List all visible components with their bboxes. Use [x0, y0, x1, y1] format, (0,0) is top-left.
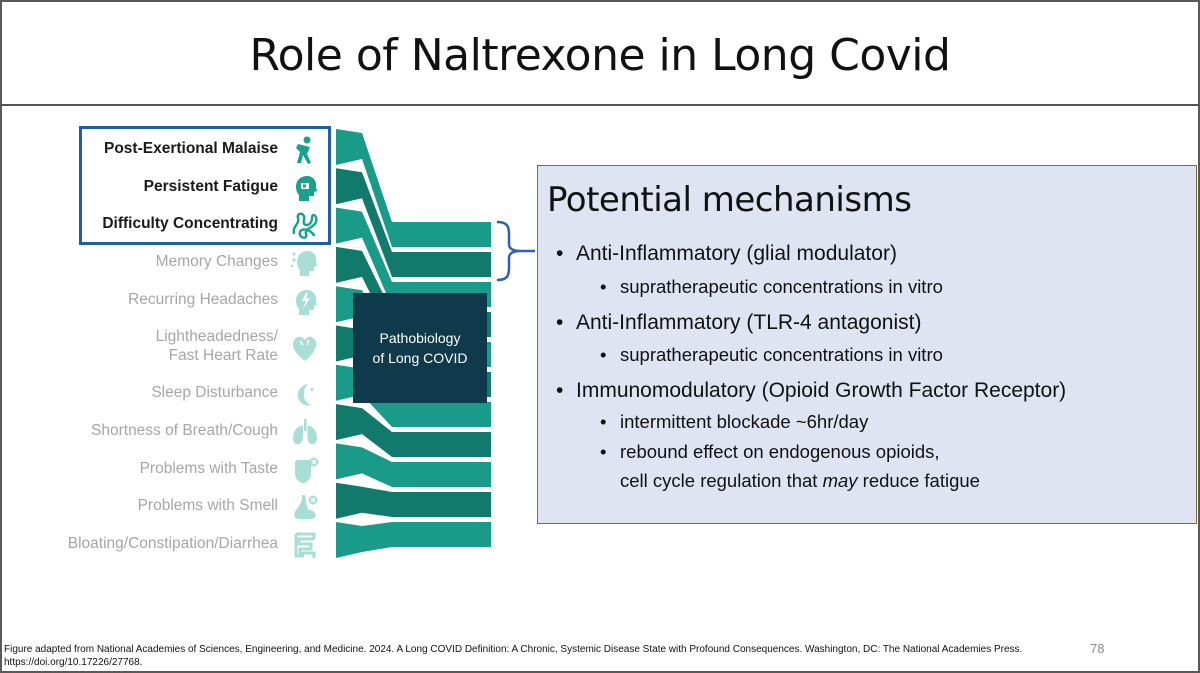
mechanism-1: Anti-Inflammatory (glial modulator): [556, 242, 897, 266]
mechanism-3: Immunomodulatory (Opioid Growth Factor R…: [556, 379, 1066, 403]
symptom-problems-with-smell: Problems with Smell: [137, 497, 278, 514]
pathobiology-label-line2: of Long COVID: [372, 350, 468, 366]
heart-icon: [293, 336, 317, 361]
ribbon-11: [336, 522, 491, 558]
page-number: 78: [1090, 641, 1105, 656]
mechanism-3-text: Immunomodulatory (Opioid Growth Factor R…: [576, 379, 1067, 402]
person-exertion-icon: [296, 136, 311, 164]
symptom-persistent-fatigue: Persistent Fatigue: [143, 178, 278, 195]
mechanisms-heading: Potential mechanisms: [547, 180, 912, 220]
mechanism-1-detail-text: supratherapeutic concentrations in vitro: [620, 276, 943, 297]
last-line-after: reduce fatigue: [857, 470, 980, 491]
ribbon-7: [336, 364, 491, 427]
title-divider: [0, 104, 1200, 106]
citation-footnote: Figure adapted from National Academies o…: [4, 643, 1022, 669]
symptom-difficulty-concentrating: Difficulty Concentrating: [102, 215, 278, 232]
symptom-memory-changes: Memory Changes: [155, 253, 278, 270]
mechanisms-panel: [537, 165, 1197, 524]
tongue-icon: [295, 457, 319, 483]
ribbon-diagram: [336, 129, 491, 558]
citation-line-1: Figure adapted from National Academies o…: [4, 644, 1023, 655]
symptom-lightheadedness: Lightheadedness/: [155, 328, 278, 345]
ribbon-2: [336, 168, 491, 277]
nose-icon: [294, 495, 318, 519]
mechanism-1-detail: •supratherapeutic concentrations in vitr…: [600, 276, 943, 297]
moon-icon: [297, 384, 315, 406]
mechanism-1-text: Anti-Inflammatory (glial modulator): [576, 242, 897, 265]
fatigued-head-icon: [296, 176, 317, 201]
symptom-problems-with-taste: Problems with Taste: [139, 460, 278, 477]
pathobiology-label-line1: Pathobiology: [379, 330, 461, 346]
symptom-fast-heart-rate: Fast Heart Rate: [168, 347, 278, 364]
mechanism-3-detail-1-text: intermittent blockade ~6hr/day: [620, 411, 869, 432]
tangled-thought-icon: [292, 212, 318, 239]
lungs-icon: [293, 419, 317, 445]
memory-head-icon: [290, 251, 317, 276]
symptom-sleep-disturbance: Sleep Disturbance: [151, 384, 278, 401]
pathobiology-box: Pathobiology of Long COVID: [353, 293, 487, 403]
symptom-bloating: Bloating/Constipation/Diarrhea: [67, 535, 278, 552]
intestine-icon: [294, 532, 316, 558]
slide-title: Role of Naltrexone in Long Covid: [249, 30, 951, 81]
ribbon-8: [336, 404, 491, 457]
highlighted-symptoms-box: [79, 126, 331, 245]
symptom-shortness-of-breath: Shortness of Breath/Cough: [91, 422, 278, 439]
mechanism-2-detail: •supratherapeutic concentrations in vitr…: [600, 344, 943, 365]
last-line-emphasis: may: [822, 470, 858, 491]
ribbon-1: [336, 129, 491, 247]
mechanism-2: Anti-Inflammatory (TLR-4 antagonist): [556, 311, 921, 335]
headache-icon: [296, 290, 317, 315]
ribbon-10: [336, 482, 491, 519]
ribbon-3: [336, 207, 491, 307]
last-line-before: cell cycle regulation that: [620, 470, 823, 491]
ribbon-9: [336, 443, 491, 487]
mechanism-2-text: Anti-Inflammatory (TLR-4 antagonist): [576, 311, 922, 334]
curly-brace: [496, 220, 535, 282]
mechanism-3-detail-1: •intermittent blockade ~6hr/day: [600, 411, 869, 432]
mechanism-3-detail-2-text: rebound effect on endogenous opioids,: [620, 441, 940, 462]
symptom-recurring-headaches: Recurring Headaches: [128, 291, 278, 308]
citation-line-2: https://doi.org/10.17226/27768.: [4, 657, 143, 668]
mechanism-2-detail-text: supratherapeutic concentrations in vitro: [620, 344, 943, 365]
mechanism-3-detail-2-continued: cell cycle regulation that may reduce fa…: [600, 470, 980, 492]
mechanism-3-detail-2: •rebound effect on endogenous opioids,: [600, 441, 940, 462]
symptom-post-exertional-malaise: Post-Exertional Malaise: [103, 140, 278, 157]
